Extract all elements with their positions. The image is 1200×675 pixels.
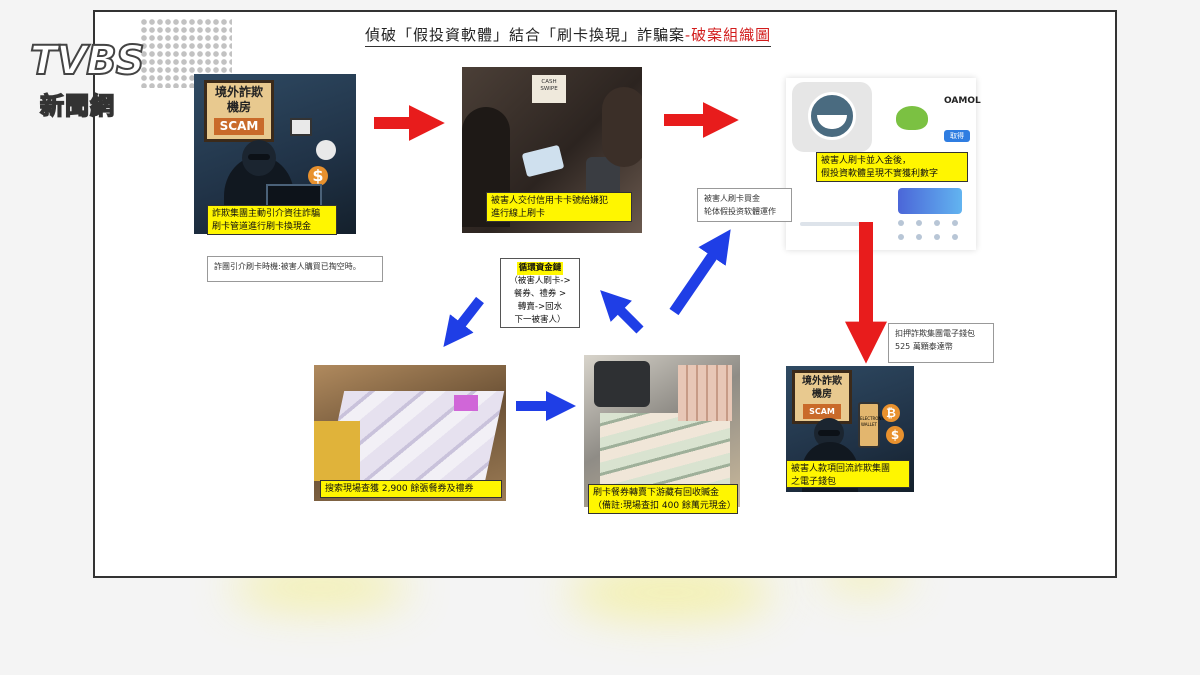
- hacker-eyes: [248, 154, 270, 160]
- cash-bundles: [678, 365, 732, 421]
- caption-app: 被害人刷卡並入金後， 假投資軟體呈現不實獲利數字: [816, 152, 968, 182]
- scam-sign: 境外詐欺 機房 SCAM: [204, 80, 274, 142]
- get-app-button[interactable]: 取得: [944, 130, 970, 142]
- app-logo-icon: [792, 82, 872, 152]
- tvbs-logo: TVBS 新聞網: [29, 18, 232, 121]
- leaf-logo-icon: [896, 106, 928, 130]
- sign-line-1: 境外詐欺: [214, 85, 263, 99]
- voucher-stack: [454, 395, 478, 411]
- caption-handover: 被害人交付信用卡卡號給嫌犯 進行線上刷卡: [486, 192, 632, 222]
- app-menu-dot: [952, 234, 958, 240]
- app-menu-dot: [934, 220, 940, 226]
- cycle-line: （被害人刷卡->: [509, 276, 571, 286]
- app-menu-dot: [952, 220, 958, 226]
- callout-right-top: 被害人刷卡買金 轮体假投资软體運作: [697, 188, 792, 222]
- logo-brand: TVBS: [29, 37, 146, 85]
- caption-scam-room-1: 詐欺集團主動引介資往詐騙 刷卡管道進行刷卡換現金: [207, 205, 337, 235]
- scam-tag: SCAM: [803, 404, 841, 419]
- app-text-row: [800, 222, 860, 226]
- cycle-line: 下一被害人）: [514, 315, 566, 325]
- sign-line-2: 機房: [812, 389, 832, 400]
- cash-counting-photo: [584, 355, 740, 507]
- title-highlight: -破案組織圖: [685, 26, 772, 44]
- title-main: 偵破「假投資軟體」結合「刷卡換現」詐騙案: [365, 26, 686, 44]
- caption-scam-room-2: 被害人款項回流詐欺集團 之電子錢包: [786, 460, 910, 488]
- caption-seized-goods: 搜索現場查獲 2,900 餘張餐券及禮券: [320, 480, 502, 498]
- cycle-line: 餐券、禮券 >: [513, 289, 567, 299]
- cash-bundles: [600, 413, 730, 487]
- bitcoin-coin-icon: ₿: [882, 404, 900, 422]
- voucher-stack: [314, 421, 360, 481]
- cash-swipe-sign: CASH SWIPE: [532, 75, 566, 103]
- scam-tag: SCAM: [213, 118, 265, 135]
- callout-left: 詐團引介刷卡時機:被害人購買已掏空時。: [207, 256, 383, 282]
- cycle-heading: 循環資金鏈: [516, 262, 564, 275]
- coin-icon: $: [886, 426, 904, 444]
- cycle-line: 轉賣->回水: [517, 302, 563, 312]
- credit-card: [521, 144, 565, 178]
- page-title: 偵破「假投資軟體」結合「刷卡換現」詐騙案-破案組織圖: [365, 24, 772, 47]
- logo-channel: 新聞網: [39, 91, 115, 121]
- app-name: OAMOL: [944, 96, 981, 106]
- sign-line-1: 境外詐欺: [802, 376, 842, 387]
- caption-cash-machine: 刷卡餐券轉賣下游藏有回收贓金 （備註:現場查扣 400 餘萬元現金）: [588, 484, 738, 514]
- money-counter-machine: [594, 361, 650, 407]
- sign-line-2: 機房: [226, 100, 251, 114]
- app-menu-dot: [916, 234, 922, 240]
- person-right: [602, 87, 642, 167]
- app-menu-dot: [934, 234, 940, 240]
- callout-right-bottom: 扣押詐欺集團電子錢包 525 萬顆泰達幣: [888, 323, 994, 363]
- app-menu-dot: [898, 234, 904, 240]
- funding-cycle-box: 循環資金鏈 （被害人刷卡-> 餐券、禮券 > 轉賣->回水 下一被害人）: [500, 258, 580, 328]
- seized-vouchers-photo: [314, 365, 506, 501]
- electronic-wallet-icon: ELECTRONIC WALLET: [858, 402, 885, 448]
- dollar-coin-icon: $: [308, 166, 328, 186]
- hacker-eyes: [818, 430, 840, 436]
- app-menu-dot: [916, 220, 922, 226]
- app-banner: [898, 188, 962, 214]
- app-screen-preview: [800, 182, 972, 248]
- app-menu-dot: [898, 220, 904, 226]
- mail-icon: [290, 118, 312, 136]
- scam-sign: 境外詐欺 機房 SCAM: [792, 370, 852, 424]
- user-icon: [316, 140, 336, 160]
